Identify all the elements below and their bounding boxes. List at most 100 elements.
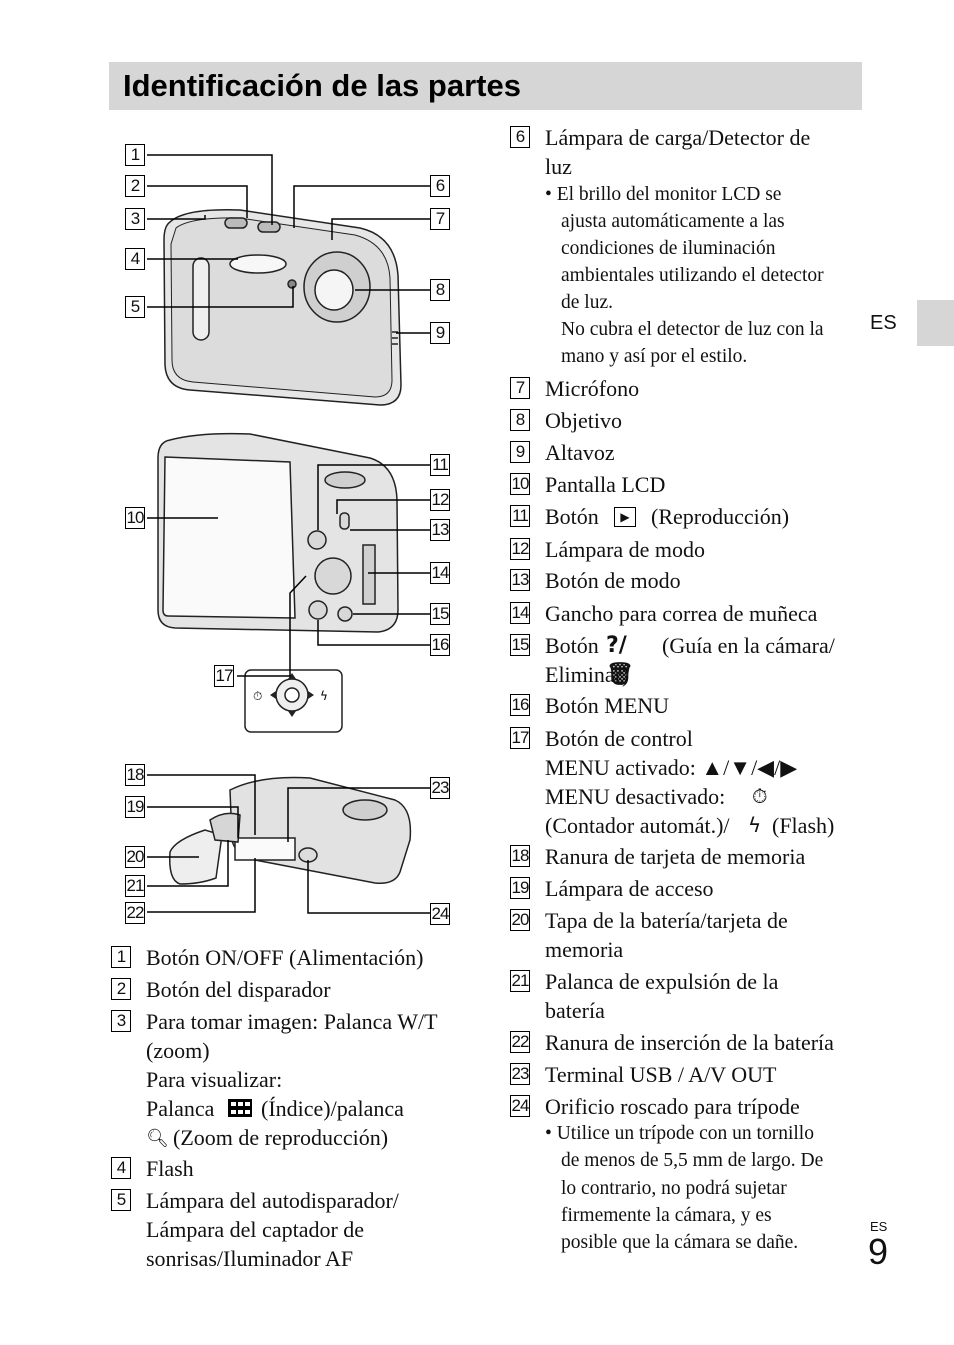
title-bar: Identificación de las partes (109, 62, 862, 110)
callout-21: 21 (125, 875, 145, 897)
callout-12: 12 (430, 489, 450, 511)
item-text: (Contador automát.)/ (545, 813, 730, 838)
callout-23: 23 (430, 777, 450, 799)
item-text: Orificio roscado para trípode (545, 1094, 800, 1119)
callout-9: 9 (430, 322, 450, 344)
item-number: 19 (510, 877, 530, 899)
note-line: posible que la cámara se dañe. (561, 1232, 799, 1253)
camera-front-leader-lines (147, 154, 430, 334)
item-text: luz (545, 154, 572, 179)
item-text: Botón de modo (545, 568, 681, 593)
note-line: condiciones de iluminación (561, 238, 776, 259)
item-number: 12 (510, 538, 530, 560)
item-number: 2 (111, 978, 131, 1000)
item-number: 23 (510, 1063, 530, 1085)
item-text: sonrisas/Iluminador AF (146, 1246, 354, 1271)
callout-6: 6 (430, 175, 450, 197)
item-number: 15 (510, 634, 530, 656)
item-number: 9 (510, 441, 530, 463)
item-text: memoria (545, 937, 624, 962)
item-number: 24 (510, 1095, 530, 1117)
callout-19: 19 (125, 796, 145, 818)
svg-text:⏱: ⏱ (253, 689, 262, 703)
item-text: Micrófono (545, 376, 640, 401)
item-text: Lámpara de carga/Detector de (545, 125, 811, 150)
item-text: Lámpara de acceso (545, 876, 714, 901)
item-text: Botón del disparador (146, 977, 331, 1002)
callout-18: 18 (125, 764, 145, 786)
item-text: Lámpara del autodisparador/ (146, 1188, 399, 1213)
page-number: 9 (868, 1231, 889, 1272)
item-text: Terminal USB / A/V OUT (545, 1062, 777, 1087)
item-text: (Flash) (772, 813, 835, 838)
item-text: Ranura de inserción de la batería (545, 1030, 834, 1055)
item-text: (Reproducción) (651, 504, 790, 529)
item-text: Palanca (146, 1096, 215, 1121)
callout-7: 7 (430, 208, 450, 230)
item-text: Objetivo (545, 408, 622, 433)
item-number: 7 (510, 377, 530, 399)
callout-8: 8 (430, 279, 450, 301)
item-number: 8 (510, 409, 530, 431)
svg-text:ϟ: ϟ (320, 689, 328, 703)
callout-15: 15 (430, 603, 450, 625)
item-number: 6 (510, 126, 530, 148)
item-text: Botón MENU (545, 693, 670, 718)
item-number: 22 (510, 1031, 530, 1053)
note-line: ajusta automáticamente a las (561, 211, 785, 232)
item-text: MENU desactivado: (545, 784, 726, 809)
self-timer-icon: ⏱ (752, 784, 768, 808)
item-text: Palanca de expulsión de la (545, 969, 779, 994)
item-text: Eliminar) (545, 662, 630, 687)
item-number: 17 (510, 727, 530, 749)
camera-bottom-illustration (168, 776, 412, 885)
item-number: 4 (111, 1157, 131, 1179)
item-number: 21 (510, 970, 530, 992)
item-text: Para visualizar: (146, 1067, 283, 1092)
item-number: 5 (111, 1189, 131, 1211)
item-number: 14 (510, 602, 530, 624)
item-text: Lámpara de modo (545, 537, 706, 562)
item-text: (Índice)/palanca (261, 1096, 404, 1121)
callout-17: 17 (214, 665, 234, 687)
item-text: Botón de control (545, 726, 693, 751)
note-line: ambientales utilizando el detector (561, 265, 824, 286)
callout-16: 16 (430, 634, 450, 656)
item-text: Gancho para correa de muñeca (545, 601, 818, 626)
item-text: batería (545, 998, 605, 1023)
language-marker-footer: ES (870, 1219, 888, 1234)
note-line: lo contrario, no podrá sujetar (561, 1178, 787, 1199)
note-line: No cubra el detector de luz con la (561, 319, 824, 340)
item-number: 13 (510, 569, 530, 591)
callout-5: 5 (125, 296, 145, 318)
item-number: 20 (510, 909, 530, 931)
note-line: de luz. (561, 292, 613, 313)
callout-22: 22 (125, 902, 145, 924)
item-number: 3 (111, 1010, 131, 1032)
note-line: • El brillo del monitor LCD se (545, 184, 782, 205)
callout-3: 3 (125, 208, 145, 230)
page-title: Identificación de las partes (123, 68, 521, 103)
item-text: (zoom) (146, 1038, 210, 1063)
item-text: (Guía en la cámara/ (662, 633, 835, 658)
item-number: 1 (111, 946, 131, 968)
play-icon: ▶ (614, 507, 636, 527)
item-text: Botón (545, 504, 599, 529)
item-text: Ranura de tarjeta de memoria (545, 844, 806, 869)
callout-13: 13 (430, 519, 450, 541)
callout-1: 1 (125, 144, 145, 166)
item-text: MENU activado: ▲/▼/◀/▶ (545, 755, 798, 780)
item-text: Altavoz (545, 440, 615, 465)
help-icon: ?/🗑︎ (606, 633, 634, 687)
callout-4: 4 (125, 248, 145, 270)
camera-bottom-leader-lines (147, 774, 430, 914)
camera-back-illustration: ⏱ ϟ (157, 432, 399, 733)
item-text: Tapa de la batería/tarjeta de (545, 908, 788, 933)
item-text: Lámpara del captador de (146, 1217, 365, 1242)
callout-11: 11 (430, 454, 450, 476)
side-tab (917, 300, 954, 346)
callout-2: 2 (125, 175, 145, 197)
note-line: • Utilice un trípode con un tornillo (545, 1123, 814, 1144)
callout-20: 20 (125, 846, 145, 868)
